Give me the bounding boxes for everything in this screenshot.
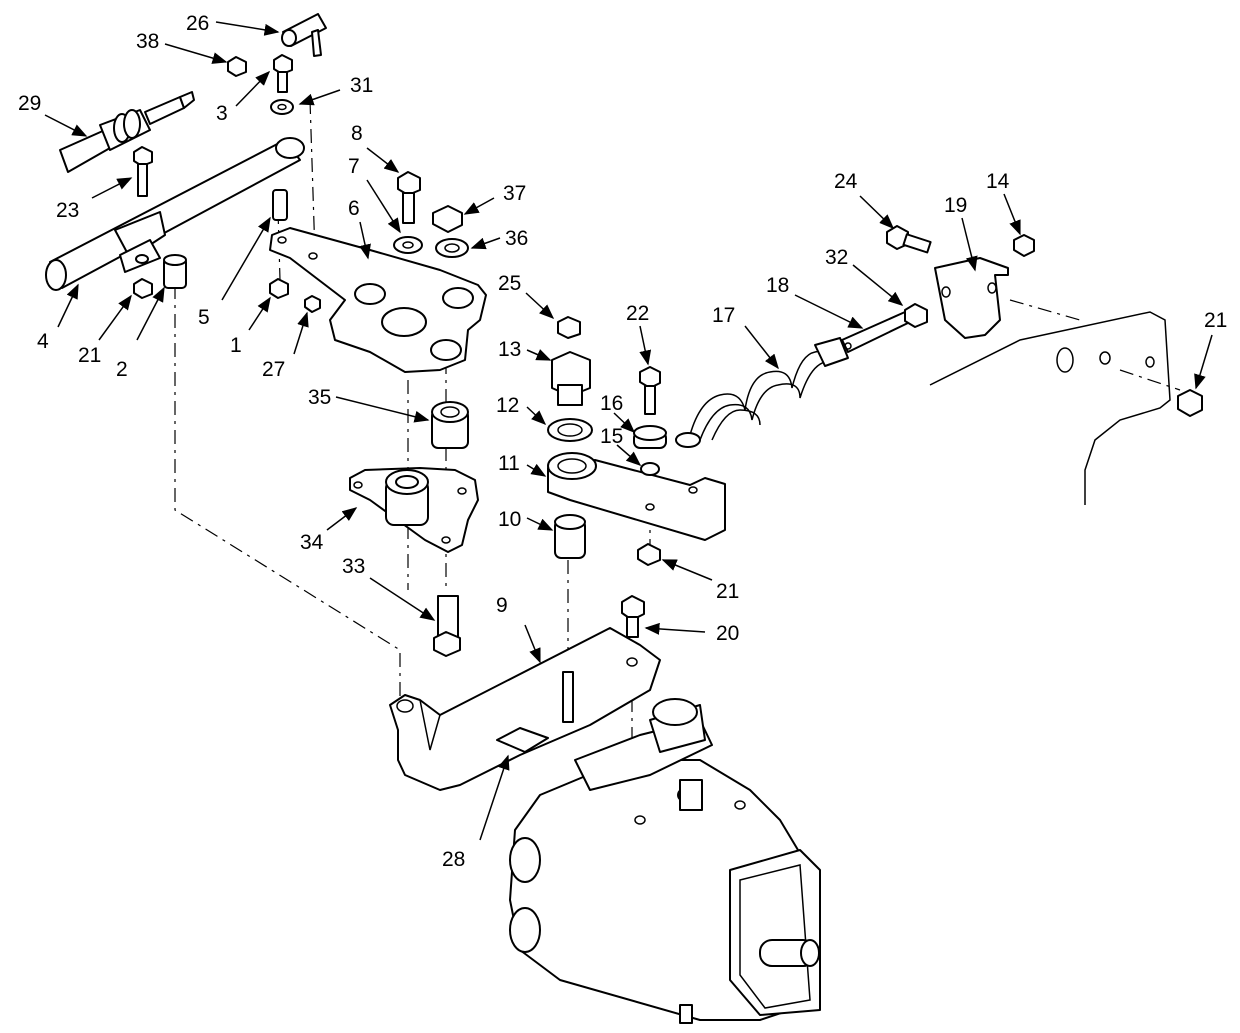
callout-6: 6: [348, 197, 360, 220]
cable-assembly: [59, 91, 195, 173]
callout-23: 23: [56, 199, 79, 222]
spring-linkage: [675, 225, 1035, 448]
callout-3: 3: [216, 102, 228, 125]
callout-9: 9: [496, 594, 508, 617]
callout-12: 12: [496, 394, 519, 417]
callout-26: 26: [186, 12, 209, 35]
callout-7: 7: [348, 155, 360, 178]
leader-lines: [44, 21, 1213, 841]
callout-2: 2: [116, 358, 128, 381]
callout-11: 11: [498, 452, 520, 475]
callout-10: 10: [498, 508, 521, 531]
callout-14: 14: [986, 170, 1010, 193]
callout-16: 16: [600, 392, 623, 415]
callout-36: 36: [505, 227, 528, 250]
callout-18: 18: [766, 274, 789, 297]
callout-21-left: 21: [78, 344, 101, 367]
callout-21-mid: 21: [716, 580, 739, 603]
hardware-top-left: [133, 13, 327, 313]
callout-31: 31: [350, 74, 373, 97]
callout-27: 27: [262, 358, 285, 381]
callout-8: 8: [351, 122, 363, 145]
callout-4: 4: [37, 330, 49, 353]
hydraulic-pump: [509, 698, 821, 1024]
callout-24: 24: [834, 170, 858, 193]
callout-labels: 26 38 29 3 31 23 8 7 37 6 36 4 21 2 5 1 …: [18, 12, 1227, 871]
callout-25: 25: [498, 272, 521, 295]
callout-33: 33: [342, 555, 365, 578]
pivot-stack: [547, 316, 726, 566]
callout-34: 34: [300, 531, 324, 554]
callout-32: 32: [825, 246, 848, 269]
callout-38: 38: [136, 30, 159, 53]
bushing-and-lower-plate: [349, 401, 479, 657]
callout-17: 17: [712, 304, 735, 327]
cylinder-rod: [45, 137, 305, 291]
callout-28: 28: [442, 848, 465, 871]
callout-22: 22: [626, 302, 649, 325]
callout-37: 37: [503, 182, 526, 205]
callout-29: 29: [18, 92, 41, 115]
callout-35: 35: [308, 386, 331, 409]
callout-5: 5: [198, 306, 210, 329]
frame-plate: [929, 311, 1203, 505]
mounting-bracket-9: [389, 595, 661, 791]
callout-20: 20: [716, 622, 739, 645]
callout-19: 19: [944, 194, 967, 217]
callout-13: 13: [498, 338, 521, 361]
callout-21-right: 21: [1204, 309, 1227, 332]
plate-6: [269, 171, 487, 373]
callout-15: 15: [600, 425, 623, 448]
callout-1: 1: [230, 334, 242, 357]
